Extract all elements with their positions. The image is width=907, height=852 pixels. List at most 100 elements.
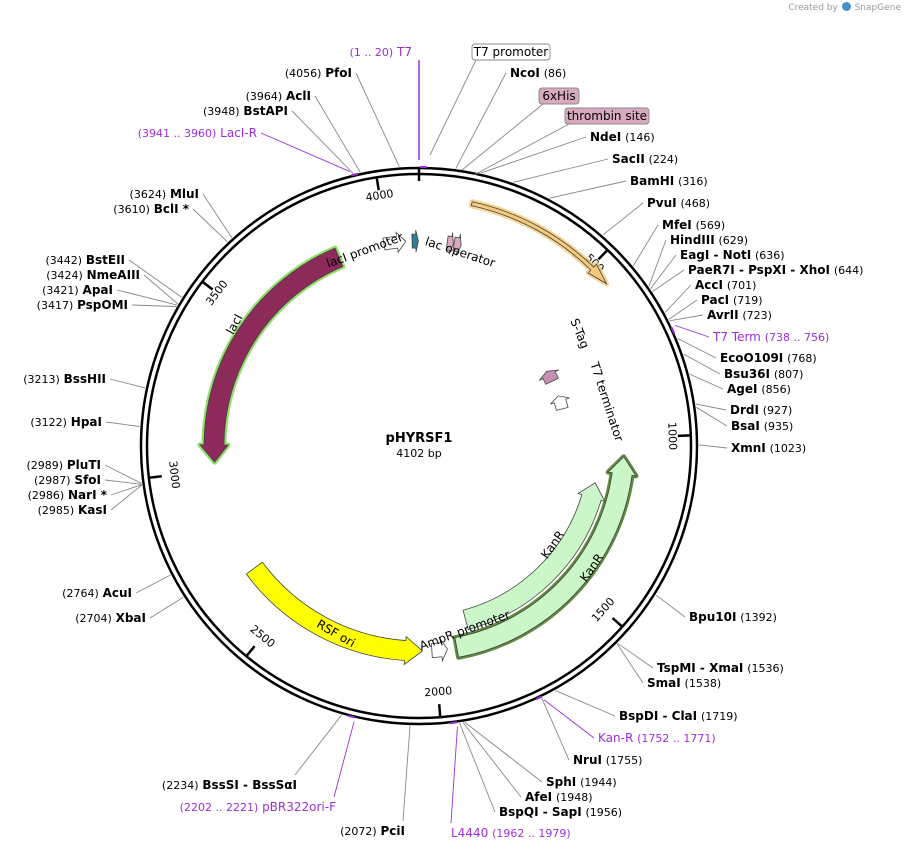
- site-label-t7: (1 .. 20) T7: [350, 45, 412, 59]
- leader-line: [674, 324, 710, 338]
- site-label-acli: (3964) AclI: [246, 89, 311, 103]
- feature-t7-region-arrow-outline: [468, 199, 610, 287]
- site-label-agei: AgeI (856): [727, 382, 791, 396]
- snapgene-logo-icon: [841, 2, 851, 11]
- feature-tag-label-t7-promoter: T7 promoter: [473, 45, 549, 59]
- leader-line: [143, 274, 179, 305]
- leader-line: [555, 690, 616, 717]
- site-label-pfoi: (4056) PfoI: [285, 66, 352, 80]
- site-label-hpai: (3122) HpaI: [30, 415, 102, 429]
- plasmid-name: pHYRSF1: [386, 431, 453, 446]
- site-label-afei: AfeI (1948): [525, 790, 593, 804]
- leader-line: [116, 289, 178, 306]
- site-label-kasi: (2985) KasI: [38, 503, 107, 517]
- feature-kanr-arrow-2: [454, 456, 637, 658]
- leader-line: [128, 259, 183, 298]
- site-label-bpu10i: Bpu10I (1392): [689, 610, 777, 624]
- leader-line: [513, 158, 609, 183]
- leader-line: [402, 725, 411, 822]
- tick-3000: [148, 475, 162, 480]
- site-label-smai: SmaI (1538): [647, 676, 721, 690]
- leader-line: [480, 136, 587, 174]
- feature-t7-terminator-arrow: [550, 395, 570, 411]
- leader-line: [461, 103, 544, 171]
- leader-line: [192, 208, 228, 243]
- leader-line: [549, 180, 627, 199]
- tick-4000: [375, 177, 380, 191]
- site-label-bspqi-sapi: BspQI - SapI (1956): [499, 805, 622, 819]
- site-label-mfei: MfeI (569): [662, 218, 725, 232]
- site-label-bstapi: (3948) BstAPI: [203, 104, 288, 118]
- site-label-ndei: NdeI (146): [590, 130, 655, 144]
- leader-line: [650, 254, 677, 289]
- label-leaders: [104, 59, 728, 824]
- tick-label-2000: 2000: [424, 684, 453, 699]
- site-label-acci: AccI (701): [695, 278, 756, 292]
- leader-line: [616, 643, 644, 684]
- leader-line: [459, 722, 496, 813]
- leader-line: [109, 378, 146, 389]
- tick-1000: [677, 434, 691, 438]
- leader-line: [462, 722, 522, 798]
- primer-mark-l4440: [450, 721, 458, 725]
- tick-label-3500: 3500: [203, 278, 230, 308]
- site-label-nmeaiii: (3424) NmeAIII: [46, 268, 140, 282]
- tick-1500: [611, 617, 624, 628]
- tick-500: [597, 249, 609, 261]
- site-label-drdi: DrdI (927): [730, 403, 792, 417]
- leader-line: [104, 464, 142, 484]
- leader-line: [135, 574, 171, 594]
- site-label-pspomi: (3417) PspOMI: [37, 298, 128, 312]
- site-label-ncoi: NcoI (86): [510, 66, 566, 80]
- leader-line: [149, 596, 184, 619]
- leader-line: [677, 338, 717, 359]
- feature-laci-arrow: [199, 247, 344, 463]
- leader-line: [664, 284, 692, 313]
- leader-line: [294, 714, 342, 776]
- leader-line: [464, 721, 543, 783]
- plasmid-length: 4102 bp: [396, 447, 441, 460]
- site-label-sphi: SphI (1944): [546, 775, 617, 789]
- tick-label-1000: 1000: [665, 422, 679, 450]
- site-label-sacii: SacII (224): [612, 152, 678, 166]
- leader-line: [655, 594, 686, 618]
- leader-line: [455, 72, 507, 169]
- site-label-bsshii: (3213) BssHII: [23, 372, 106, 386]
- site-label-bamhi: BamHI (316): [630, 174, 708, 188]
- tick-label-3000: 3000: [166, 460, 182, 489]
- feature-thrombin-arrow: [452, 233, 462, 256]
- tick-label-4000: 4000: [365, 187, 395, 204]
- feature-s-tag-label: S-Tag: [567, 316, 592, 350]
- feature-t7-terminator-label: T7 terminator: [587, 359, 626, 443]
- feature-ampr-promoter-arrow: [431, 637, 448, 663]
- site-label-bsai: BsaI (935): [731, 419, 793, 433]
- site-label-tspmi-xmai: TspMI - XmaI (1536): [657, 661, 784, 675]
- site-label-kan-r: Kan-R (1752 .. 1771): [598, 731, 716, 745]
- leader-line: [669, 314, 704, 322]
- site-label-paer7i-pspxi-xhoi: PaeR7I - PspXI - XhoI (644): [688, 263, 863, 277]
- site-label-apai: (3421) ApaI: [42, 283, 113, 297]
- feature-tag-t7-promoter: [471, 43, 551, 61]
- leader-line: [648, 239, 667, 287]
- leader-line: [110, 484, 143, 511]
- site-label-bcli: (3610) BclI *: [113, 202, 189, 216]
- leader-line: [543, 699, 595, 739]
- site-label-laci-r: (3941 .. 3960) LacI-R: [138, 126, 257, 140]
- leader-line: [105, 421, 140, 427]
- leader-line: [355, 72, 400, 167]
- tick-2500: [245, 645, 256, 657]
- leader-line: [333, 721, 355, 798]
- site-label-mlui: (3624) MluI: [130, 187, 199, 201]
- leader-line: [602, 202, 644, 236]
- leader-line: [473, 123, 570, 176]
- site-label-xbai: (2704) XbaI: [75, 611, 146, 625]
- leader-line: [291, 110, 354, 175]
- feature-rsf-ori-arrow: [245, 561, 424, 666]
- primer-mark-pbr322ori-f: [347, 714, 355, 719]
- tick-2000: [437, 704, 442, 718]
- leader-line: [652, 269, 685, 292]
- leader-line: [683, 353, 721, 375]
- site-label-paci: PacI (719): [701, 293, 763, 307]
- leader-line: [110, 484, 142, 496]
